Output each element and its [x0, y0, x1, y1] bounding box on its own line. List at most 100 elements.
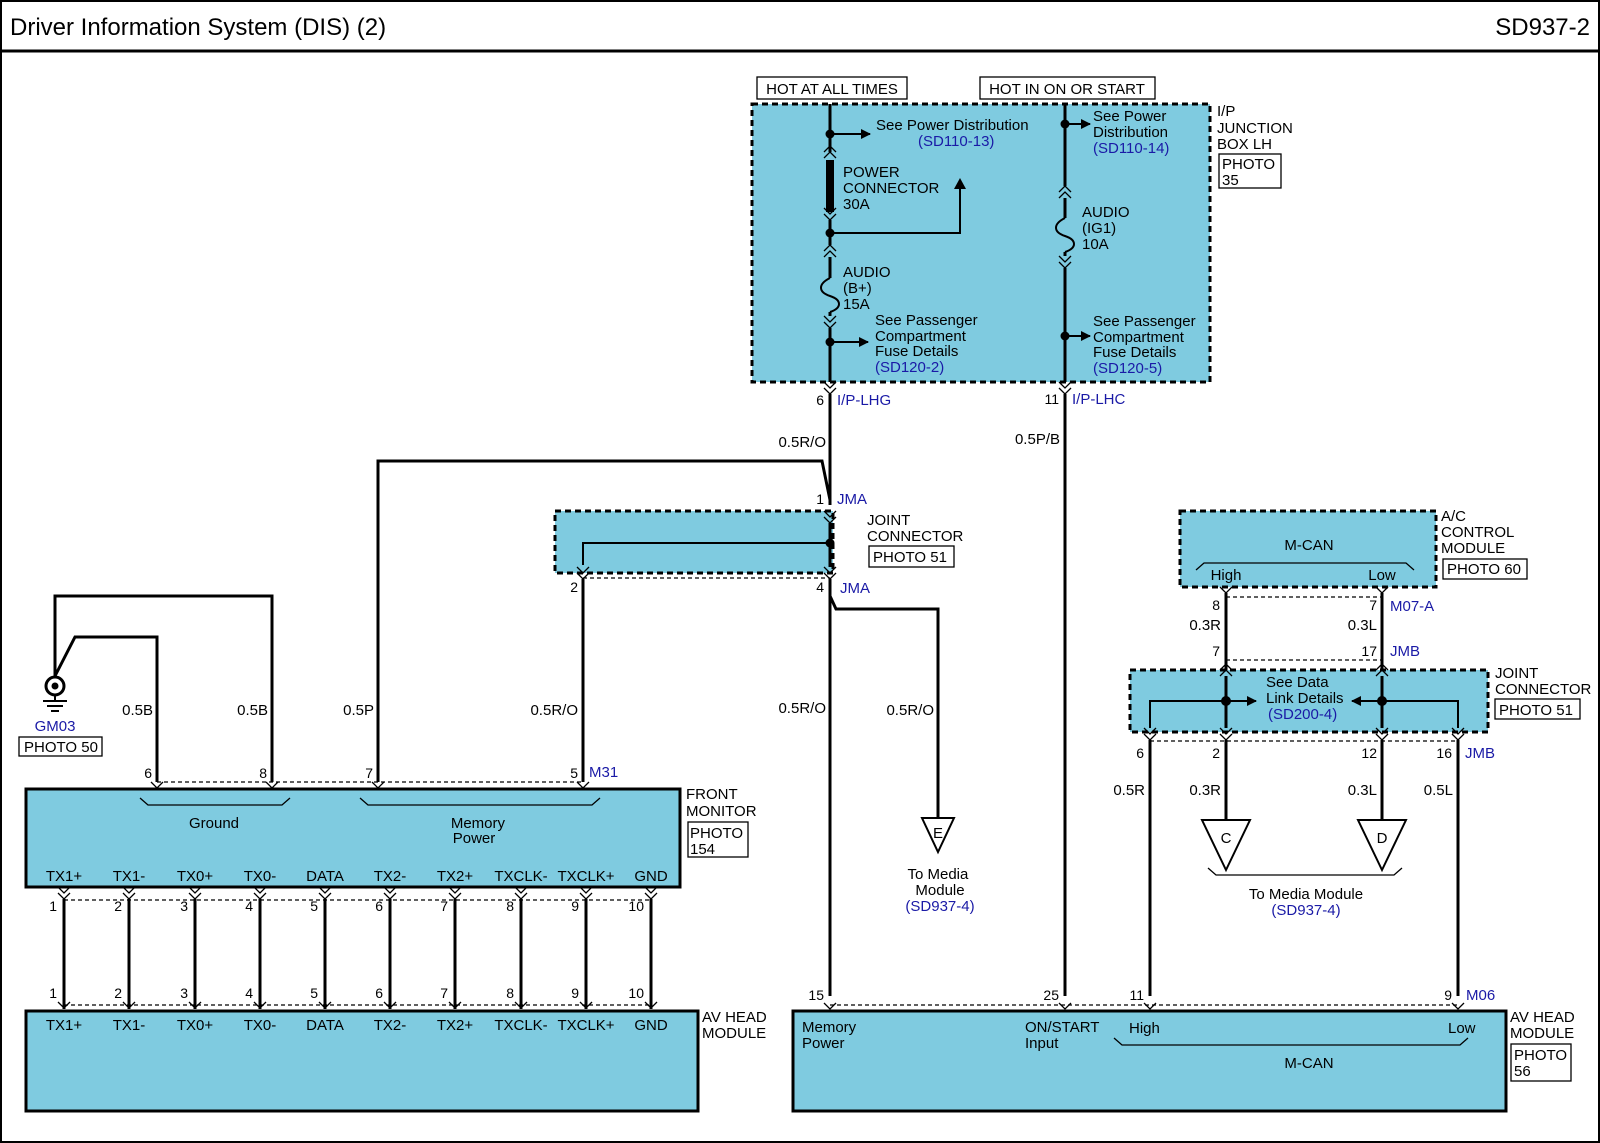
media-e-text: To Media Module	[907, 866, 972, 899]
media-d-letter: D	[1377, 830, 1388, 847]
connector-chevron	[122, 886, 136, 900]
conn-lhc: I/P-LHC	[1072, 391, 1126, 408]
connector-chevron	[188, 886, 202, 900]
avr-memory-power: Memory Power	[802, 1019, 860, 1052]
ac-pin-low: 7	[1369, 597, 1377, 613]
ground-name: GM03	[35, 718, 76, 735]
pin-lhc: 11	[1044, 391, 1059, 407]
connector-chevron	[318, 886, 332, 900]
fm-terminal-label: GND	[634, 868, 668, 885]
hot-on-start-box	[979, 76, 1156, 100]
junction-photo-box	[1218, 153, 1282, 189]
jc2-branch-right	[1382, 700, 1459, 728]
connector-chevron	[383, 886, 397, 900]
ac-conn: M07-A	[1390, 598, 1434, 615]
ground-photo-box	[18, 736, 103, 757]
see-power-dist-1: See Power Distribution	[876, 117, 1029, 134]
fm-terminal-label: TX1-	[113, 868, 146, 885]
ac-low: Low	[1368, 567, 1396, 584]
fm-pin-number: 6	[375, 898, 383, 914]
connector-chevron	[1058, 381, 1072, 395]
media-d-triangle	[1356, 819, 1408, 873]
wire-label-05pb: 0.5P/B	[1015, 431, 1060, 448]
fm-photo: PHOTO 154	[690, 825, 747, 858]
junction-box	[750, 102, 1212, 384]
av-left-pin-number: 5	[310, 985, 318, 1001]
fm-photo-box	[687, 821, 749, 858]
wire-label-05b-2: 0.5B	[237, 702, 268, 719]
hot-all-times-label: HOT AT ALL TIMES	[766, 81, 898, 98]
conn-lhg: I/P-LHG	[837, 392, 891, 409]
fm-pin-number: 2	[114, 898, 122, 914]
connector-chevron	[823, 1002, 1465, 1010]
ground-bracket	[139, 797, 291, 806]
ac-control-module	[1178, 509, 1438, 589]
jc2-label: JOINT CONNECTOR	[1495, 665, 1592, 698]
fm-pin-number: 10	[628, 898, 644, 914]
av-left-pin-number: 7	[440, 985, 448, 1001]
media-cd-ref: (SD937-4)	[1271, 902, 1340, 919]
page-title: Driver Information System (DIS) (2)	[10, 14, 386, 41]
connector-chevron	[823, 145, 837, 159]
av-left-terminal-label: TX2-	[374, 1017, 407, 1034]
fm-pin-number: 9	[571, 898, 579, 914]
wire-label-05r: 0.5R	[1113, 782, 1145, 799]
av-left-terminal-label: TX0+	[177, 1017, 214, 1034]
av-left-terminals: 1TX1+2TX1-3TX0+4TX0-5DATA6TX2-7TX2+8TXCL…	[46, 985, 668, 1034]
avr-photo-box	[1510, 1043, 1572, 1082]
connector-chevron	[644, 886, 658, 900]
fm-terminal-label: TX2+	[437, 868, 474, 885]
jc1-label: JOINT CONNECTOR	[867, 512, 964, 545]
junction-box-label: I/P JUNCTION BOX LH	[1217, 103, 1297, 153]
fm-pin-6: 6	[144, 765, 152, 781]
connector-chevron	[823, 244, 837, 258]
avr-pin-15: 15	[808, 987, 824, 1003]
jc2-pin-6: 6	[1136, 745, 1144, 761]
fm-memory-power: Memory Power	[451, 815, 509, 847]
media-e-letter: E	[933, 825, 943, 842]
fm-terminal-label: DATA	[306, 868, 344, 885]
hot-all-times-box	[756, 76, 908, 100]
fm-ground-label: Ground	[189, 815, 239, 832]
wire-label-05ro-top: 0.5R/O	[778, 434, 826, 451]
jc2-pin-2: 2	[1212, 745, 1220, 761]
av-left-terminal-label: TX0-	[244, 1017, 277, 1034]
jc2-pin-top-right: 17	[1361, 643, 1377, 659]
power-connector-fuse	[826, 160, 834, 212]
connector-chevron	[150, 781, 590, 789]
ground-wire-6	[53, 635, 159, 782]
av-left-pin-number: 10	[628, 985, 644, 1001]
av-left-pin-number: 4	[245, 985, 253, 1001]
ground-wire-8	[53, 594, 274, 782]
av-left-pin-number: 9	[571, 985, 579, 1001]
see-pass-fuse-2-ref: (SD120-5)	[1093, 360, 1162, 377]
fm-pin-number: 8	[506, 898, 514, 914]
ac-photo: PHOTO 60	[1447, 561, 1521, 578]
media-c-triangle	[1200, 819, 1252, 873]
avr-bus-bracket	[1113, 1037, 1469, 1046]
connector-chevron	[579, 886, 593, 900]
avr-pin-9: 9	[1444, 987, 1452, 1003]
av-left-terminal-label: TX1-	[113, 1017, 146, 1034]
wire-label-05ro-mid: 0.5R/O	[778, 700, 826, 717]
jc2-conn-top: JMB	[1390, 643, 1420, 660]
power-dist-return	[830, 185, 961, 234]
avr-pin-11: 11	[1129, 987, 1144, 1003]
avr-pin-25: 25	[1043, 987, 1059, 1003]
ac-pin-high: 8	[1212, 597, 1220, 613]
connector-chevron	[514, 886, 528, 900]
avr-photo: PHOTO 56	[1514, 1047, 1571, 1080]
fm-label: FRONT MONITOR	[686, 786, 757, 820]
av-left-pin-number: 1	[49, 985, 57, 1001]
see-data-link: See Data Link Details	[1266, 674, 1344, 707]
fuse-audio-ig1	[1055, 217, 1075, 253]
fm-pin-number: 3	[180, 898, 188, 914]
fm-terminal-label: TX0+	[177, 868, 214, 885]
video-wires	[57, 886, 658, 1009]
fm-terminal-label: TX0-	[244, 868, 277, 885]
power-connector-label: POWER CONNECTOR 30A	[843, 164, 944, 213]
wire-label-05l: 0.5L	[1424, 782, 1453, 799]
see-power-dist-1-ref: (SD110-13)	[918, 133, 994, 150]
avr-label: AV HEAD MODULE	[1510, 1009, 1579, 1042]
jc2-pin-12: 12	[1361, 745, 1377, 761]
